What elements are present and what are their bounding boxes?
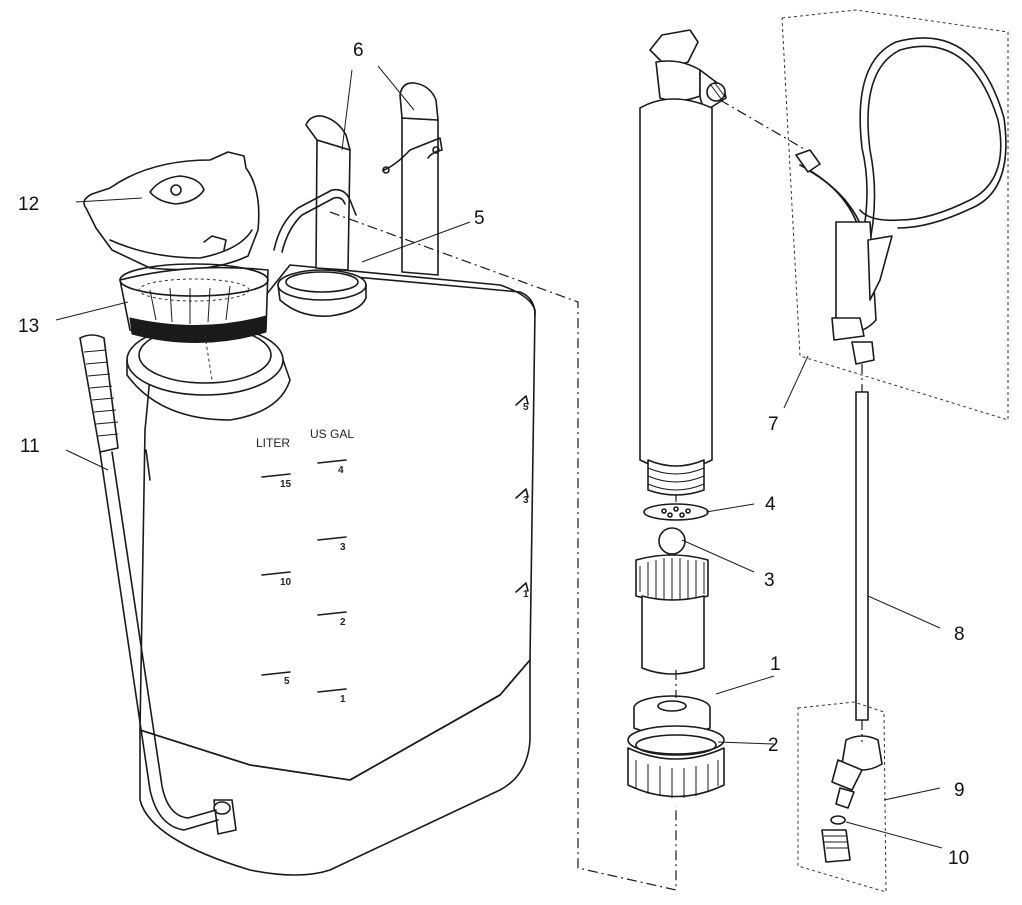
valve-ball bbox=[658, 527, 686, 555]
valve-disc bbox=[643, 503, 709, 521]
callout-3: 3 bbox=[764, 570, 775, 591]
assembly-guide-lines bbox=[329, 9, 1009, 893]
callout-9: 9 bbox=[954, 780, 965, 801]
gal-mark-1: 1 bbox=[340, 694, 346, 705]
pump-cylinder bbox=[639, 29, 727, 496]
strainer-basket bbox=[119, 263, 269, 381]
tank-lid bbox=[83, 151, 260, 271]
pump-chamber bbox=[635, 554, 709, 675]
callout-11: 11 bbox=[20, 436, 40, 457]
callout-8: 8 bbox=[954, 624, 965, 645]
callout-5: 5 bbox=[474, 208, 485, 229]
leader-lines bbox=[55, 65, 943, 849]
callout-labels: 1 2 3 4 5 6 7 8 9 10 11 12 13 bbox=[18, 40, 969, 869]
liter-mark-15: 15 bbox=[280, 479, 292, 490]
side-mark-5: 5 bbox=[523, 402, 529, 413]
callout-12: 12 bbox=[18, 194, 39, 215]
pump-handle bbox=[79, 334, 219, 831]
pump-rod-bracket bbox=[273, 188, 357, 251]
hose-assembly bbox=[795, 37, 1007, 365]
spray-wand bbox=[855, 391, 869, 721]
gal-mark-2: 2 bbox=[340, 617, 346, 628]
callout-2: 2 bbox=[768, 735, 779, 756]
liter-header: LITER bbox=[256, 436, 290, 450]
liter-mark-10: 10 bbox=[280, 577, 292, 588]
nozzle-assembly bbox=[821, 735, 883, 863]
callout-13: 13 bbox=[18, 316, 39, 337]
callout-1: 1 bbox=[770, 654, 781, 675]
gal-header: US GAL bbox=[310, 427, 354, 441]
callout-10: 10 bbox=[948, 848, 969, 869]
callout-7: 7 bbox=[768, 414, 779, 435]
callout-6: 6 bbox=[353, 40, 364, 61]
sprayer-tank bbox=[126, 264, 536, 876]
shoulder-strap-mounts bbox=[305, 82, 443, 276]
side-mark-3: 3 bbox=[523, 495, 529, 506]
side-mark-1: 1 bbox=[523, 589, 529, 600]
liter-mark-5: 5 bbox=[284, 676, 290, 687]
gal-mark-3: 3 bbox=[340, 542, 346, 553]
callout-4: 4 bbox=[765, 494, 776, 515]
gal-mark-4: 4 bbox=[338, 465, 344, 476]
volume-scale: LITER US GAL 15 10 5 4 3 2 1 5 3 1 bbox=[256, 395, 529, 705]
cylinder-base-cap bbox=[627, 725, 725, 798]
